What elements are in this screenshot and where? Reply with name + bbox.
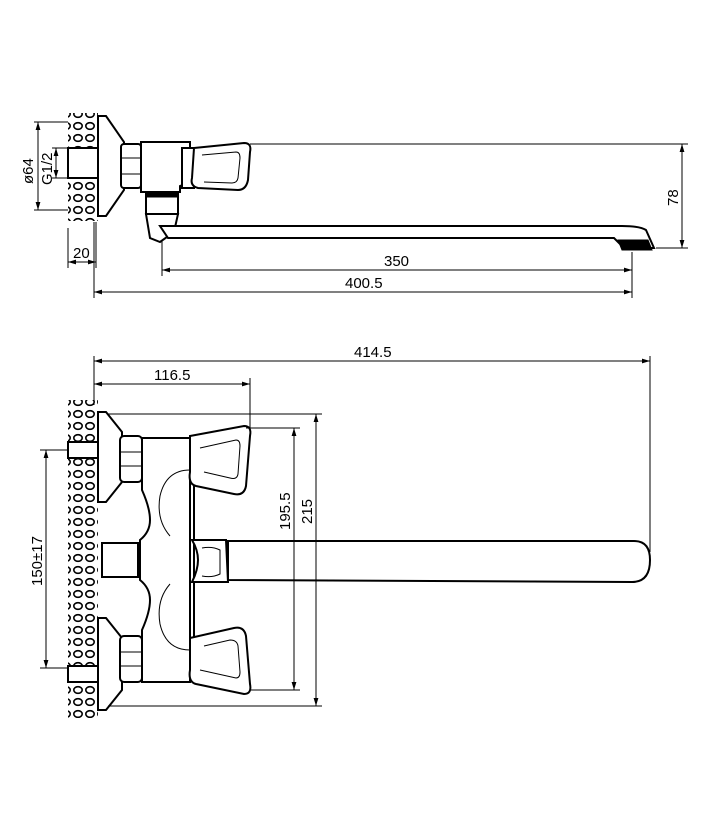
escutcheon <box>97 115 125 217</box>
dim-handle-span-label: 195.5 <box>277 492 294 530</box>
hex-nut <box>120 143 142 189</box>
hex-nut-lower <box>119 635 143 683</box>
inlet-pipe-lower <box>67 665 99 683</box>
escutcheon-lower <box>97 617 123 711</box>
dim-total-length-label: 400.5 <box>345 275 383 292</box>
mixer-body <box>140 141 191 193</box>
inlet-pipe <box>67 147 99 179</box>
aerator <box>617 239 653 251</box>
dim-diameter-label: ø64 <box>20 158 37 184</box>
top-view: 414.5 116.5 150±17 195.5 215 <box>29 344 652 718</box>
handle-lower <box>188 626 252 696</box>
inlet-pipe-upper <box>67 441 99 459</box>
mixer-body-top <box>139 437 191 683</box>
dim-thread-label: G1/2 <box>39 152 56 185</box>
dim-inlet-spacing-label: 150±17 <box>29 536 46 586</box>
dim-total-length-top-label: 414.5 <box>354 344 392 361</box>
handle-upper <box>188 424 252 496</box>
dim-height-label: 78 <box>665 189 682 206</box>
spout-connector <box>101 542 139 578</box>
dim-spout-reach-label: 350 <box>384 253 409 270</box>
dim-wall-offset-label: 20 <box>73 245 90 262</box>
hex-nut-upper <box>119 435 143 483</box>
spout-tube <box>158 225 656 249</box>
dim-handle-offset-label: 116.5 <box>154 367 190 384</box>
spout-swivel <box>190 539 230 583</box>
dim-body-span-label: 215 <box>299 499 316 524</box>
side-view: ø64 G1/2 20 350 400.5 78 <box>20 113 688 298</box>
spout-tube-top <box>227 540 652 584</box>
escutcheon-upper <box>97 411 123 503</box>
